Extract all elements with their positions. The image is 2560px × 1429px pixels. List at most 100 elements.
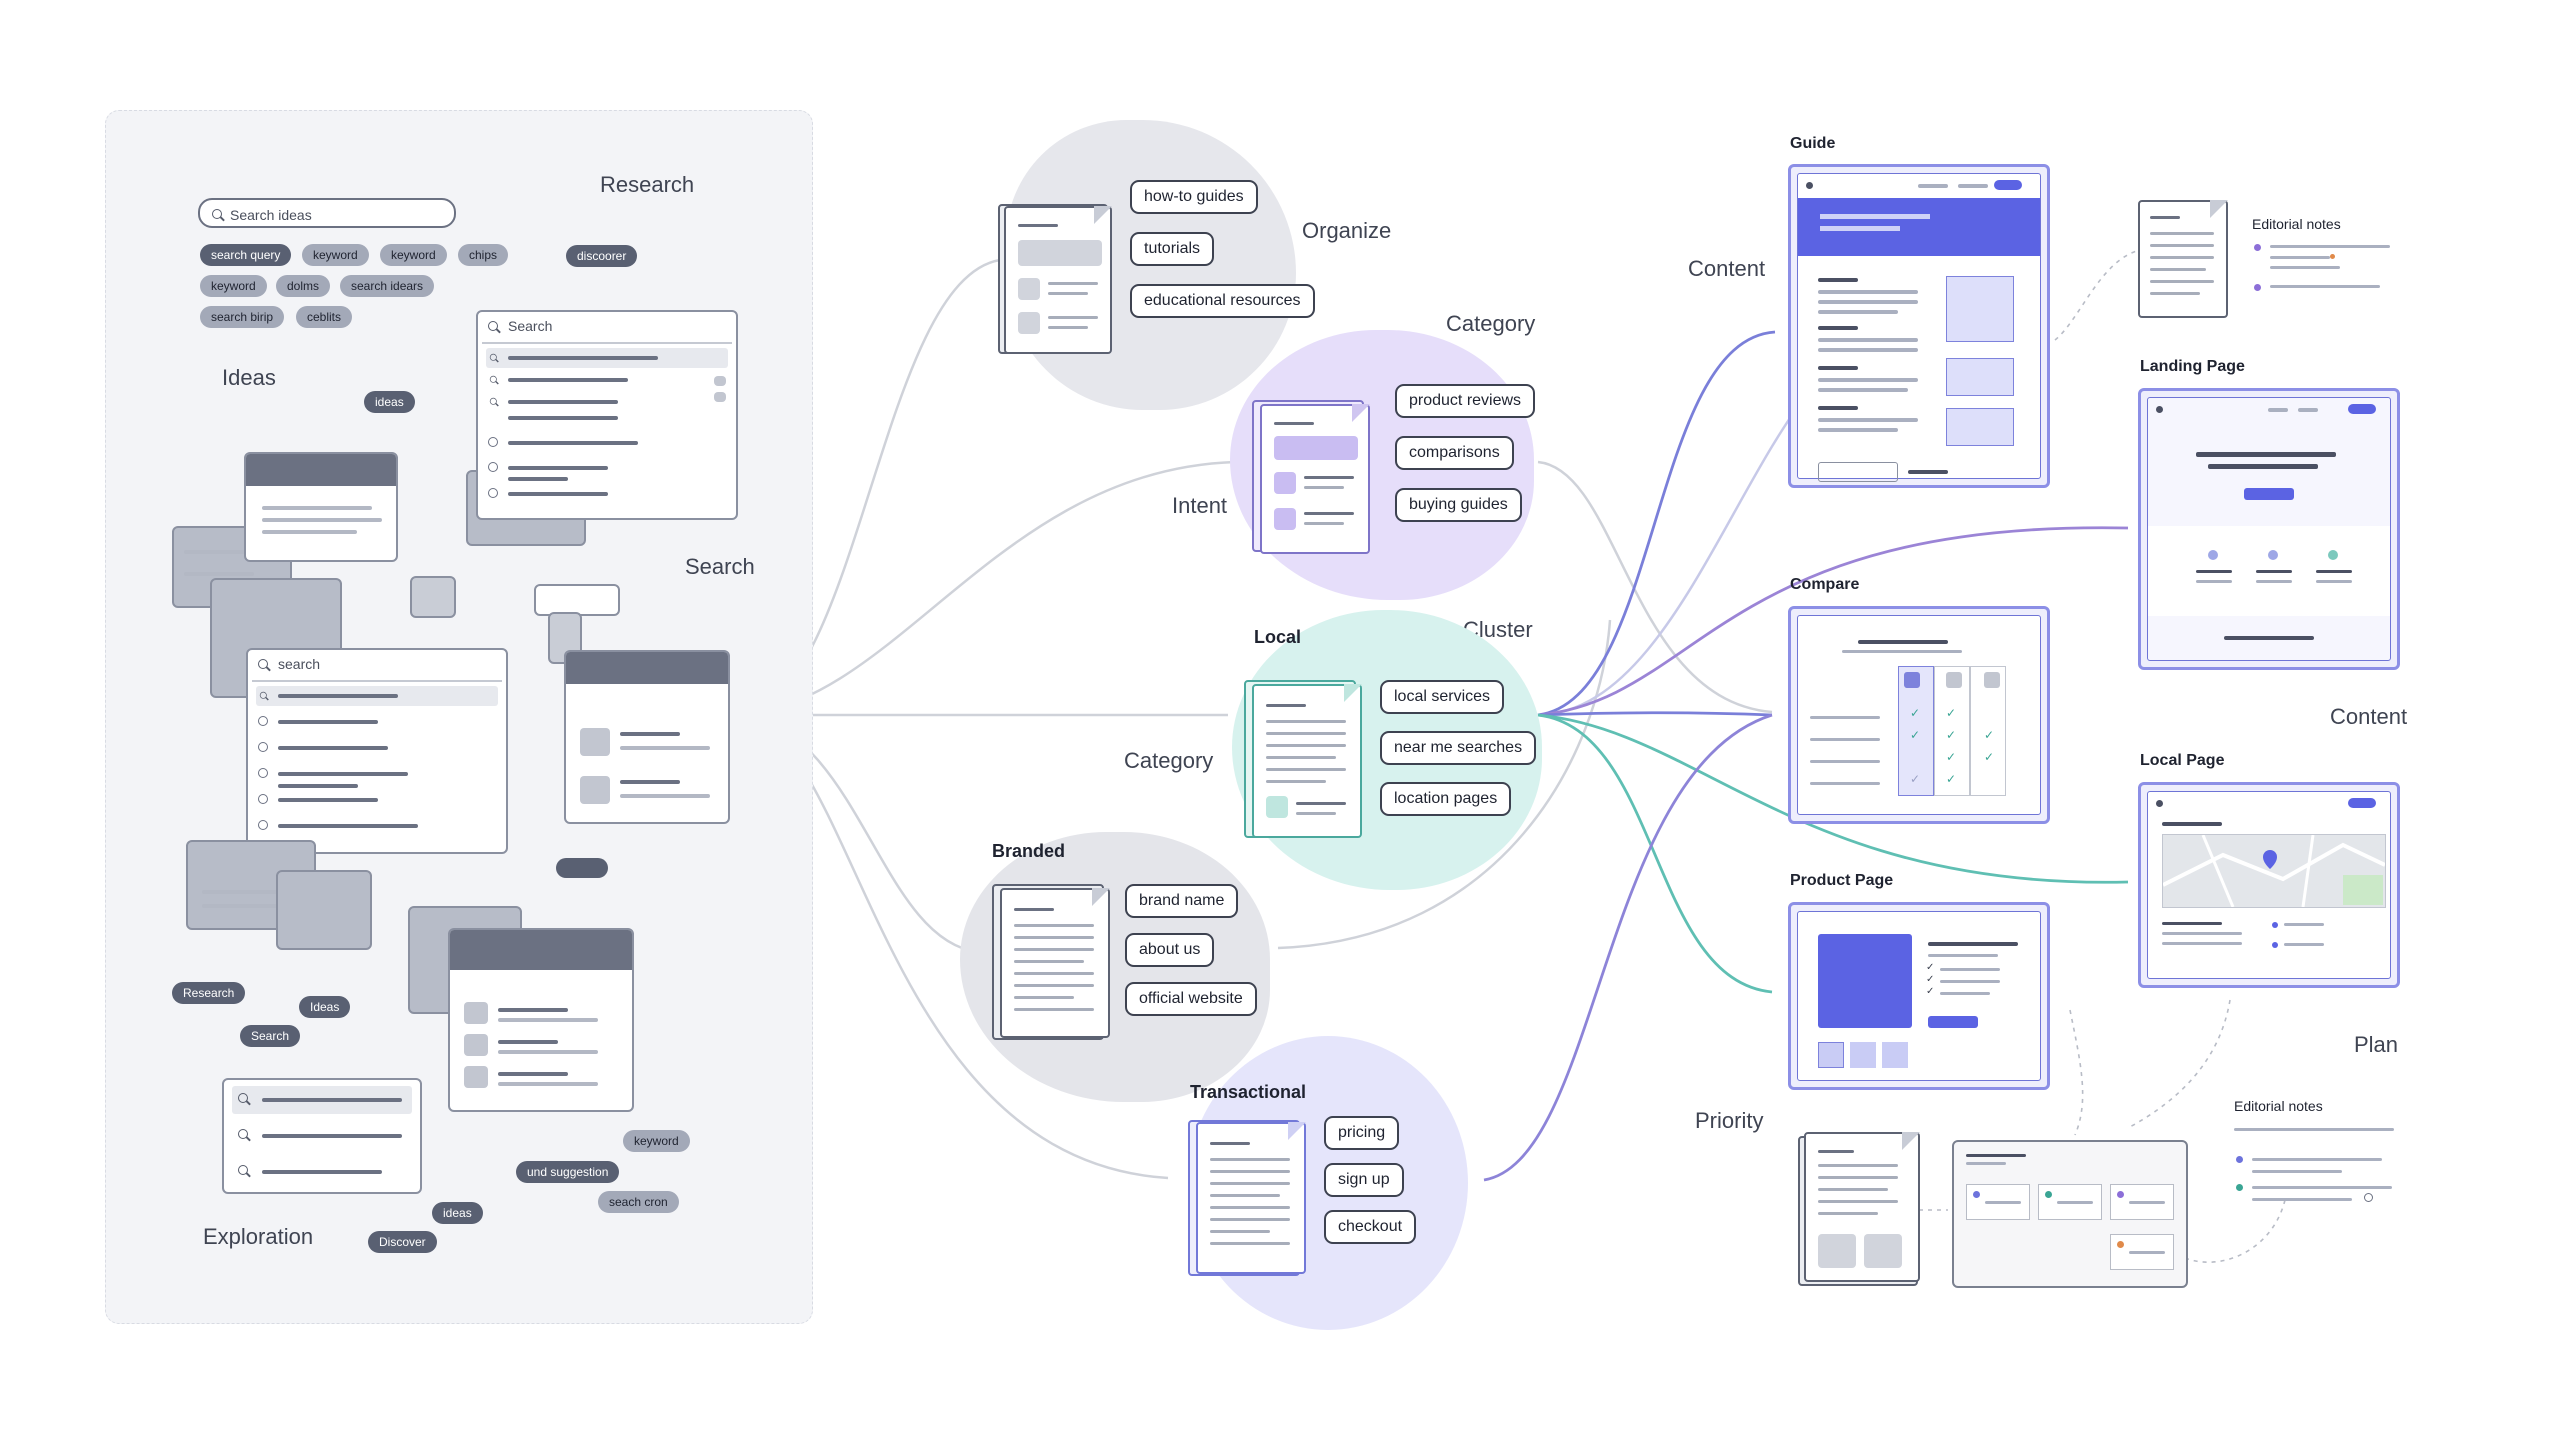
tag-checkout[interactable]: checkout [1324,1210,1417,1244]
tag-comparisons[interactable]: comparisons [1395,436,1514,470]
line-branded-up [1277,619,1612,950]
chip[interactable]: Discover [368,1231,437,1253]
globe-icon [488,488,498,498]
search-icon [212,209,224,221]
globe-icon [488,437,498,447]
search-icon [488,321,500,333]
chip-pill[interactable] [556,858,608,878]
search-ideas-input[interactable]: Search ideas [198,198,456,228]
preview-card[interactable] [448,928,634,1112]
product-image [1818,934,1912,1028]
label-research: Research [600,172,695,197]
map-pin-icon [1266,796,1288,818]
globe-icon [488,462,498,472]
chip[interactable]: keyword [200,275,267,297]
label-ideas: Ideas [222,365,276,390]
tag-location-pages[interactable]: location pages [1380,782,1512,816]
check-icon: ✓ [1926,962,1935,973]
stack-card [276,870,372,950]
chip[interactable]: dolms [276,275,331,297]
search-list-card[interactable] [222,1078,422,1194]
priority-board[interactable] [1952,1140,2188,1288]
chip[interactable]: keyword [380,244,447,266]
chip[interactable]: ceblits [296,306,353,328]
label-content-right: Content [2330,704,2408,729]
chip-ideas[interactable]: ideas [364,391,415,413]
tag-local-services[interactable]: local services [1380,680,1505,714]
search-icon [238,1129,250,1141]
search-icon [489,397,498,406]
search-icon [259,691,268,700]
check-icon: ✓ [1910,706,1921,720]
line-transactional-compare [1483,713,1773,1182]
chip[interactable]: search idears [340,275,435,297]
document-icon [1252,684,1362,838]
label-intent: Intent [1172,493,1228,518]
globe-icon [258,820,268,830]
search-icon [238,1093,250,1105]
chip[interactable]: Search [240,1025,301,1047]
map[interactable] [2162,834,2386,908]
tag-educational-resources[interactable]: educational resources [1130,284,1315,318]
line-local-landing [1537,526,2129,717]
page-title-local: Local Page [2140,752,2225,769]
tag-pricing[interactable]: pricing [1324,1116,1400,1150]
chip[interactable]: search query [200,244,292,266]
tag-product-reviews[interactable]: product reviews [1395,384,1536,418]
tag-buying-guides[interactable]: buying guides [1395,488,1522,522]
search-window[interactable]: search [246,648,508,854]
page-title-compare: Compare [1790,576,1860,593]
editorial-notes-title: Editorial notes [2252,216,2341,232]
label-plan: Plan [2354,1032,2399,1057]
check-icon: ✓ [1910,772,1921,786]
chip[interactable]: ideas [432,1202,483,1224]
tag-near-me-searches[interactable]: near me searches [1380,731,1537,765]
document-icon [1196,1122,1306,1274]
chip-discoorer[interactable]: discoorer [566,245,638,267]
label-search: Search [685,554,755,579]
document-icon [1260,404,1370,554]
tag-how-to-guides[interactable]: how-to guides [1130,180,1258,214]
page-local[interactable] [2138,782,2400,988]
buy-button[interactable] [1928,1016,1978,1028]
check-icon: ✓ [1946,706,1957,720]
chip[interactable]: und suggestion [516,1161,620,1183]
chip[interactable]: keyword [623,1130,690,1152]
search-icon [238,1165,250,1177]
tag-sign-up[interactable]: sign up [1324,1163,1404,1197]
chip[interactable]: keyword [302,244,369,266]
globe-icon [258,716,268,726]
check-icon: ✓ [1926,974,1935,985]
label-content: Content [1688,256,1766,281]
page-guide[interactable] [1788,164,2050,488]
label-exploration: Exploration [203,1224,314,1249]
chip[interactable]: seach cron [598,1191,679,1213]
tag-official-website[interactable]: official website [1125,982,1257,1016]
chip[interactable]: Ideas [299,996,351,1018]
priority-doc [1804,1132,1920,1282]
tag-tutorials[interactable]: tutorials [1130,232,1215,266]
tag-about-us[interactable]: about us [1125,933,1215,967]
line-local-localpage [1537,713,2129,884]
document-icon [1000,888,1110,1038]
page-compare[interactable]: ✓ ✓ ✓ ✓ ✓ ✓ ✓ ✓ ✓ [1788,606,2050,824]
document-icon [1004,206,1112,354]
globe-icon [258,742,268,752]
line-local-guide [1537,330,1776,717]
page-landing[interactable] [2138,388,2400,670]
check-icon: ✓ [1946,750,1957,764]
search-window-title: Search [508,318,553,334]
preview-card[interactable] [244,452,398,562]
tag-brand-name[interactable]: brand name [1125,884,1239,918]
page-title-guide: Guide [1790,135,1836,152]
search-window[interactable]: Search [476,310,738,520]
chip[interactable]: Research [172,982,246,1004]
check-icon: ✓ [1984,728,1995,742]
search-icon [489,353,498,362]
page-product[interactable]: ✓ ✓ ✓ [1788,902,2050,1090]
chip[interactable]: search birip [200,306,285,328]
preview-card[interactable] [564,650,730,824]
search-window-title: search [278,656,321,672]
chip[interactable]: chips [458,244,509,266]
check-icon: ✓ [1946,772,1957,786]
